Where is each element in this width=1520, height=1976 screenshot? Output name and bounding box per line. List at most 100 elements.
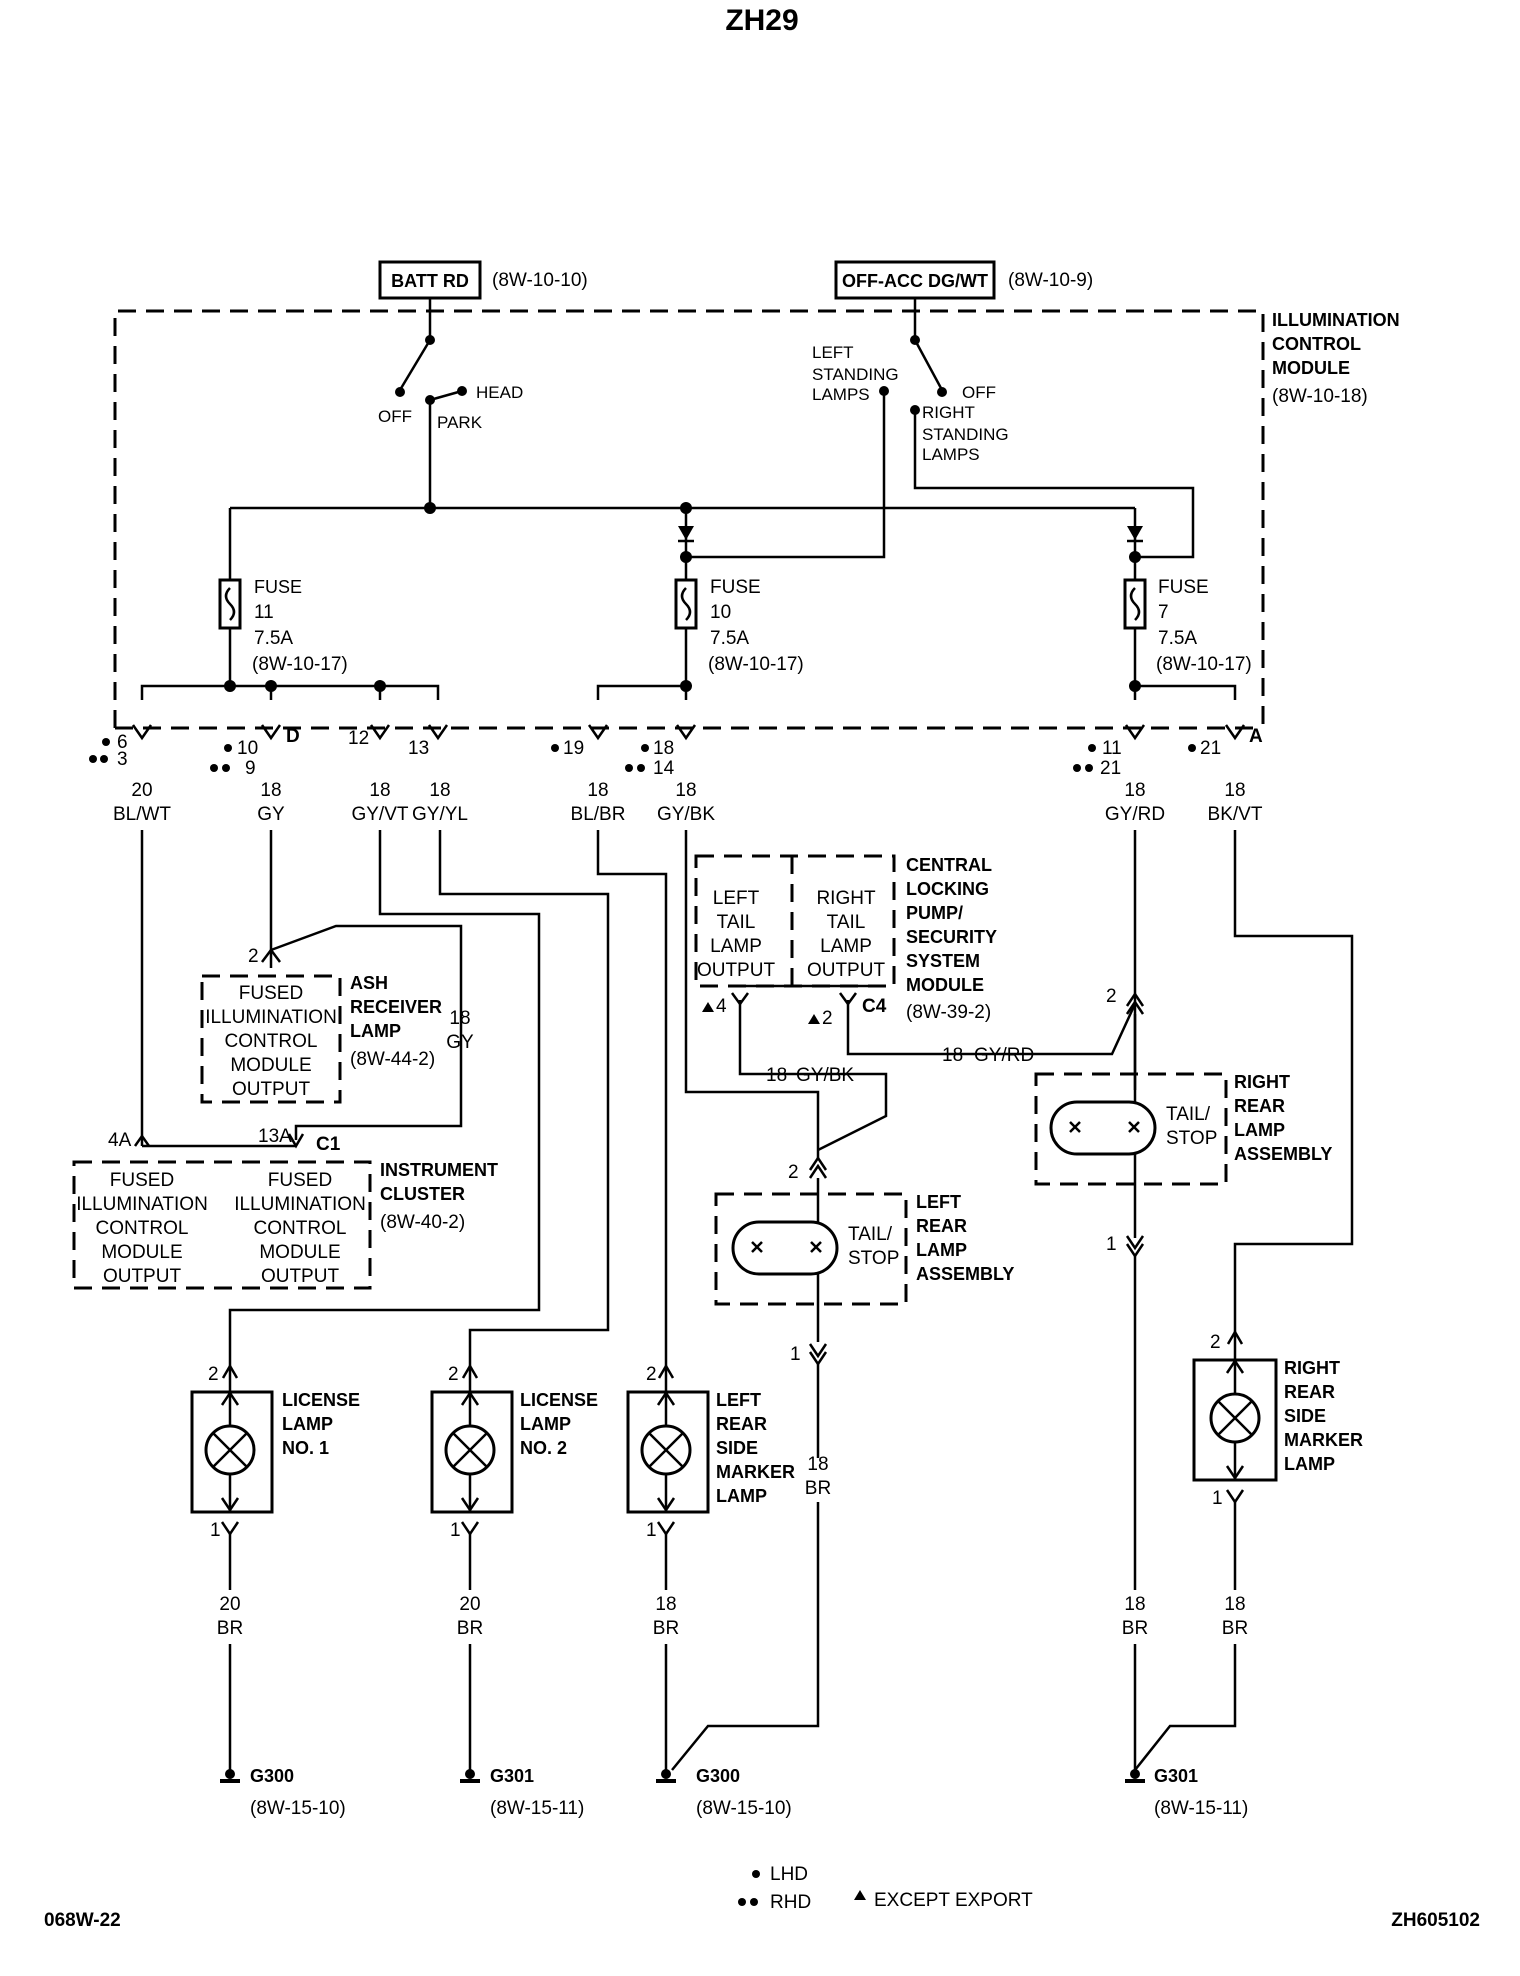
wire-3-color: GY/VT xyxy=(351,804,408,825)
switch-park-label: PARK xyxy=(437,413,483,432)
fuse-11-num: 11 xyxy=(254,602,274,623)
fuse-10-outputs xyxy=(596,684,688,700)
wire-2-gauge: 18 xyxy=(260,780,281,801)
ash-name-l2: RECEIVER xyxy=(350,997,442,1017)
fuse-10: FUSE 10 7.5A (8W-10-17) xyxy=(674,508,804,686)
pin-21-rhd: 21 xyxy=(1100,758,1121,779)
wire-6-color: GY/BK xyxy=(657,804,715,825)
ground-g300-2: G300 (8W-15-10) xyxy=(656,1766,792,1819)
icm-name-line3: MODULE xyxy=(1272,358,1350,378)
cluster-left-l5: OUTPUT xyxy=(103,1266,182,1287)
left-marker-pin-2: 2 xyxy=(646,1364,657,1385)
license-2-wire-gauge: 20 xyxy=(459,1594,480,1615)
right-rear-pin-2: 2 xyxy=(1106,986,1117,1007)
page-title: ZH29 xyxy=(725,4,798,37)
pin-a: A xyxy=(1249,726,1263,747)
right-marker-wire-gauge: 18 xyxy=(1224,1594,1245,1615)
ground-3-ref: (8W-15-10) xyxy=(696,1798,792,1819)
wire-2-color: GY xyxy=(257,804,285,825)
wire-4-color: GY/YL xyxy=(412,804,468,825)
left-marker-name-l2: REAR xyxy=(716,1414,767,1434)
fuse-10-ref: (8W-10-17) xyxy=(708,654,804,675)
illumination-control-module: ILLUMINATION CONTROL MODULE (8W-10-18) xyxy=(113,309,1400,730)
fuse-7-word: FUSE xyxy=(1158,577,1209,598)
clp-name-l5: SYSTEM xyxy=(906,951,980,971)
clp-left-l3: LAMP xyxy=(710,936,762,957)
pin-18: 18 xyxy=(653,738,674,759)
fuse-7-ref: (8W-10-17) xyxy=(1156,654,1252,675)
left-standing-l1: LEFT xyxy=(812,343,854,362)
license-lamp-1: 2 1 LICENSE LAMP NO. 1 20 BR xyxy=(190,1363,360,1770)
pin-9: 9 xyxy=(245,758,256,779)
icm-wire-labels: 20 BL/WT 18 GY 18 GY/VT 18 GY/YL 18 BL/B… xyxy=(113,780,1263,825)
license-2-name-l3: NO. 2 xyxy=(520,1438,567,1458)
clp-pin-4: 4 xyxy=(716,996,727,1017)
batt-rd-source: BATT RD (8W-10-10) xyxy=(378,260,588,300)
cluster-left-l1: FUSED xyxy=(110,1170,174,1191)
legend-lhd: LHD xyxy=(770,1864,808,1885)
footer-right-code: ZH605102 xyxy=(1391,1910,1480,1931)
switch-off-label: OFF xyxy=(378,407,412,426)
clp-left-l2: TAIL xyxy=(717,912,756,933)
clp-right-wire-gauge: 18 xyxy=(942,1045,963,1066)
cluster-right-l4: MODULE xyxy=(259,1242,340,1263)
cluster-connector-c1: C1 xyxy=(316,1134,341,1155)
right-rear-lamp-assembly: 2 TAIL/ STOP RIGHT REAR LAMP ASSEMBLY 1 xyxy=(1034,986,1332,1259)
fuse-11-amps: 7.5A xyxy=(254,628,293,649)
clp-right-l2: TAIL xyxy=(827,912,866,933)
legend-except-export: EXCEPT EXPORT xyxy=(874,1890,1033,1911)
pin-10: 10 xyxy=(237,738,258,759)
left-marker-wire-gauge: 18 xyxy=(655,1594,676,1615)
right-rear-pin-1: 1 xyxy=(1106,1234,1117,1255)
left-rear-lamp-assembly: 2 TAIL/ STOP LEFT REAR LAMP ASSEMBLY 1 1… xyxy=(671,1155,1014,1771)
cluster-left-l3: CONTROL xyxy=(96,1218,189,1239)
fuse-11: FUSE 11 7.5A (8W-10-17) xyxy=(218,508,348,686)
cluster-ref: (8W-40-2) xyxy=(380,1212,465,1233)
cluster-right-l2: ILLUMINATION xyxy=(234,1194,366,1215)
ash-inner-l4: MODULE xyxy=(230,1055,311,1076)
clp-pin-2: 2 xyxy=(822,1008,833,1029)
off-acc-label: OFF-ACC DG/WT xyxy=(842,271,988,291)
instrument-cluster: 4A 13A C1 FUSED ILLUMINATION CONTROL MOD… xyxy=(72,1126,498,1290)
fuse-10-word: FUSE xyxy=(710,577,761,598)
ash-wire-color: GY xyxy=(446,1032,474,1053)
ash-wire-gauge: 18 xyxy=(449,1008,470,1029)
fuse-10-amps: 7.5A xyxy=(710,628,749,649)
wire-6-gauge: 18 xyxy=(675,780,696,801)
wire-5-gauge: 18 xyxy=(587,780,608,801)
ground-3-name: G300 xyxy=(696,1766,740,1786)
wire-7-gauge: 18 xyxy=(1124,780,1145,801)
ash-inner-l5: OUTPUT xyxy=(232,1079,311,1100)
clp-left-l1: LEFT xyxy=(713,888,760,909)
icm-name-line1: ILLUMINATION xyxy=(1272,310,1400,330)
clp-left-l4: OUTPUT xyxy=(697,960,776,981)
wire-1-gauge: 20 xyxy=(131,780,152,801)
pin-d: D xyxy=(286,726,300,747)
ground-2-ref: (8W-15-11) xyxy=(490,1798,584,1819)
right-rear-name-l1: RIGHT xyxy=(1234,1072,1290,1092)
left-marker-name-l5: LAMP xyxy=(716,1486,767,1506)
ground-2-name: G301 xyxy=(490,1766,534,1786)
license-1-name-l1: LICENSE xyxy=(282,1390,360,1410)
clp-right-wire-color: GY/RD xyxy=(974,1045,1034,1066)
pin-6: 6 xyxy=(117,732,128,753)
left-rear-pin-1: 1 xyxy=(790,1344,801,1365)
right-rear-wire-gauge: 18 xyxy=(1124,1594,1145,1615)
left-rear-name-l4: ASSEMBLY xyxy=(916,1264,1014,1284)
clp-name-l4: SECURITY xyxy=(906,927,997,947)
right-rear-bulb-l1: TAIL/ xyxy=(1166,1104,1211,1125)
clp-ref: (8W-39-2) xyxy=(906,1002,991,1023)
ash-inner-l2: ILLUMINATION xyxy=(205,1007,337,1028)
fuse-7: FUSE 7 7.5A (8W-10-17) xyxy=(1123,508,1252,686)
ash-name-l3: LAMP xyxy=(350,1021,401,1041)
switch-head-label: HEAD xyxy=(476,383,523,402)
pin-14: 14 xyxy=(653,758,675,779)
right-marker-name-l1: RIGHT xyxy=(1284,1358,1340,1378)
right-marker-name-l3: SIDE xyxy=(1284,1406,1326,1426)
license-2-wire-color: BR xyxy=(457,1618,483,1639)
ash-ref: (8W-44-2) xyxy=(350,1049,435,1070)
right-standing-l2: STANDING xyxy=(922,425,1009,444)
left-rear-bulb-l2: STOP xyxy=(848,1248,899,1269)
clp-name-l2: LOCKING xyxy=(906,879,989,899)
